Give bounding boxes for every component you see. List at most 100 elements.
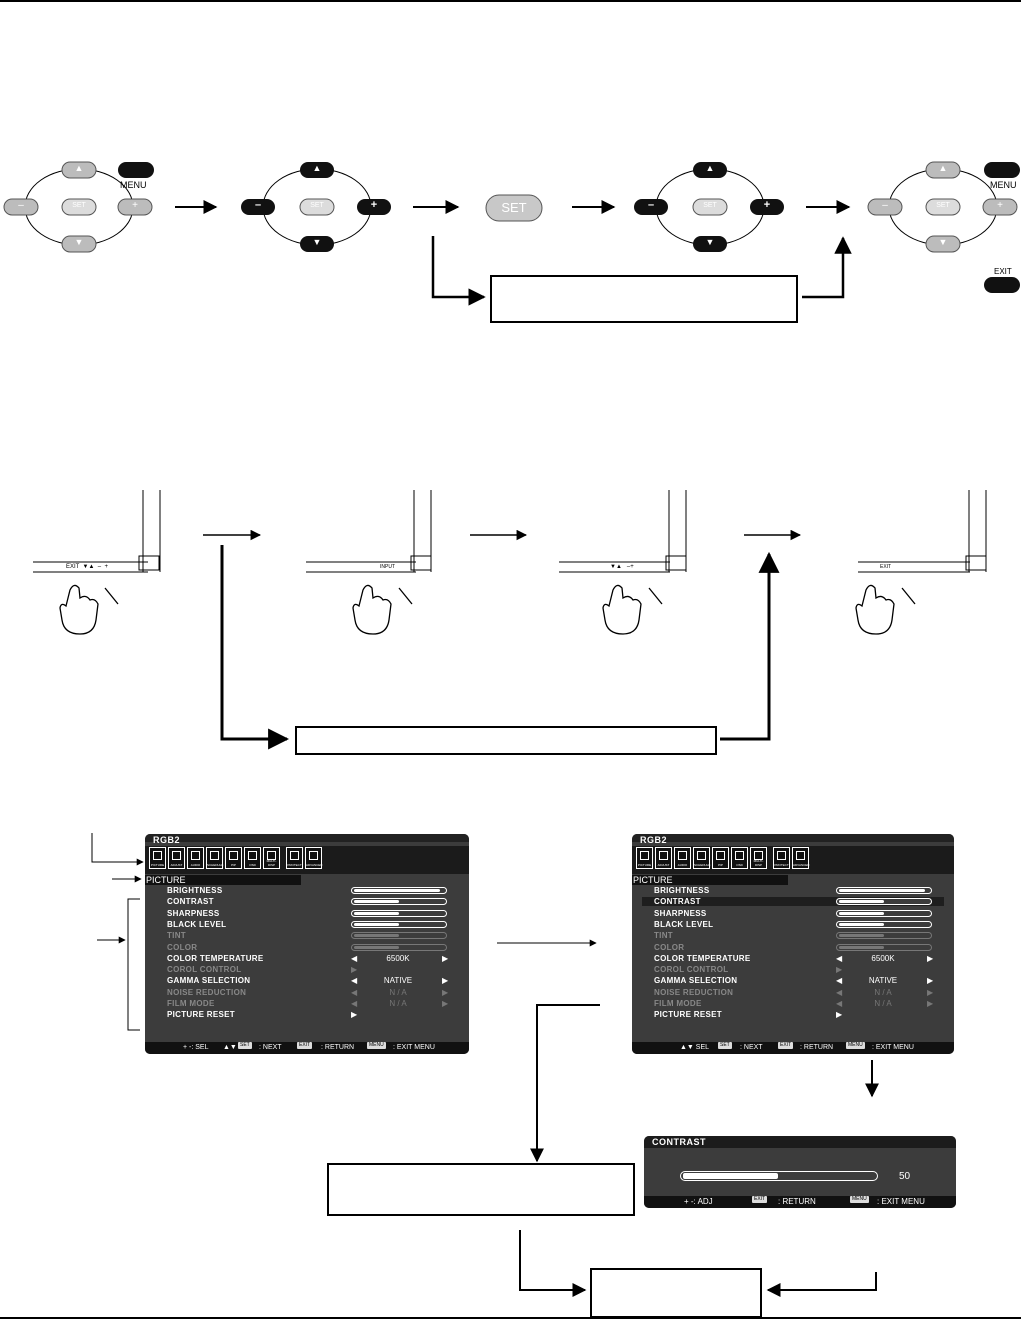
osd-level-bar[interactable] [836, 943, 932, 951]
osd-level-bar[interactable] [836, 909, 932, 917]
osd-item-tint[interactable]: TINT [654, 931, 673, 941]
osd-icon-osd[interactable]: OSD [244, 847, 261, 869]
footer-exit-menu: : EXIT MENU [393, 1044, 435, 1051]
glyph-icon [716, 851, 725, 860]
osd-level-bar[interactable] [351, 909, 447, 917]
glyph-icon [777, 851, 786, 860]
remote4-minus-label: – [882, 200, 888, 211]
left-arrow-icon[interactable]: ◀ [836, 999, 843, 1008]
osd-item-color[interactable]: COLOR [167, 942, 198, 952]
osd-item-value: 6500K [871, 953, 895, 963]
osd-level-bar[interactable] [351, 920, 447, 928]
submenu-arrow-icon[interactable]: ▶ [836, 965, 843, 975]
left-arrow-icon[interactable]: ◀ [836, 953, 843, 963]
osd-icon-schedule[interactable]: SCHEDULE [206, 847, 223, 869]
osd-item-black-level[interactable]: BLACK LEVEL [654, 919, 714, 929]
osd-item-black-level[interactable]: BLACK LEVEL [167, 919, 227, 929]
osd-icon-advanced[interactable]: ADVANCED [792, 847, 809, 869]
remote3-set-label: SET [703, 202, 717, 209]
osd-item-brightness[interactable]: BRIGHTNESS [167, 886, 223, 895]
osd-item-color-temperature[interactable]: COLOR TEMPERATURE [167, 953, 264, 963]
remote1-menu-label: MENU [120, 180, 147, 190]
osd-icon-caption: PICTURE [637, 863, 652, 867]
osd-item-gamma-selection[interactable]: GAMMA SELECTION [167, 976, 251, 986]
right-arrow-icon[interactable]: ▶ [927, 987, 934, 997]
osd-item-contrast[interactable]: CONTRAST [654, 897, 701, 907]
submenu-arrow-icon[interactable]: ▶ [351, 965, 358, 975]
left-arrow-icon[interactable]: ◀ [351, 987, 358, 997]
osd-item-sharpness[interactable]: SHARPNESS [654, 908, 707, 918]
footer-adj: + -: ADJ [684, 1197, 713, 1206]
osd-item-brightness[interactable]: BRIGHTNESS [654, 886, 710, 895]
osd-icon-picture[interactable]: PICTURE [636, 847, 653, 869]
contrast-slider-fill [683, 1173, 778, 1179]
osd-level-bar[interactable] [836, 920, 932, 928]
osd-level-bar[interactable] [351, 932, 447, 940]
osd-item-sharpness[interactable]: SHARPNESS [167, 908, 220, 918]
osd-icon-adjust[interactable]: ADJUST [168, 847, 185, 869]
submenu-arrow-icon[interactable]: ▶ [351, 1010, 358, 1020]
osd-item-film-mode[interactable]: FILM MODE [167, 999, 215, 1008]
osd-icon-schedule[interactable]: SCHEDULE [693, 847, 710, 869]
osd-item-contrast[interactable]: CONTRAST [167, 897, 214, 907]
glyph-icon [210, 851, 219, 860]
osd-level-bar[interactable] [351, 898, 447, 906]
right-arrow-icon[interactable]: ▶ [927, 999, 934, 1008]
osd-item-corol-control[interactable]: COROL CONTROL [167, 965, 242, 975]
osd-icon-adjust[interactable]: ADJUST [655, 847, 672, 869]
right-arrow-icon[interactable]: ▶ [442, 987, 449, 997]
osd-item-color[interactable]: COLOR [654, 942, 685, 952]
osd-item-film-mode[interactable]: FILM MODE [654, 999, 702, 1008]
remote1-up-label: ▲ [74, 163, 84, 173]
remote2-set-label: SET [310, 202, 324, 209]
osd-item-picture-reset[interactable]: PICTURE RESET [167, 1010, 235, 1020]
osd-icon-pip[interactable]: PIP [712, 847, 729, 869]
footer-exit-menu: : EXIT MENU [872, 1044, 914, 1051]
right-arrow-icon[interactable]: ▶ [927, 953, 934, 963]
osd-icon-caption: OSD [249, 863, 256, 867]
glyph-icon [290, 851, 299, 860]
left-arrow-icon[interactable]: ◀ [836, 976, 843, 986]
osd-item-gamma-selection[interactable]: GAMMA SELECTION [654, 976, 738, 986]
osd-level-bar[interactable] [836, 898, 932, 906]
osd-level-bar[interactable] [836, 932, 932, 940]
right-arrow-icon[interactable]: ▶ [442, 999, 449, 1008]
osd-icon-audio[interactable]: AUDIO [187, 847, 204, 869]
panel2-buttons-label: INPUT [380, 564, 395, 570]
right-arrow-icon[interactable]: ▶ [442, 976, 449, 986]
osd-item-corol-control[interactable]: COROL CONTROL [654, 965, 729, 975]
osd-level-fill [839, 922, 884, 926]
osd-icon-picture[interactable]: PICTURE [149, 847, 166, 869]
osd-icon-pip[interactable]: PIP [225, 847, 242, 869]
osd-icon-caption: PIP [231, 863, 236, 867]
osd-item-color-temperature[interactable]: COLOR TEMPERATURE [654, 953, 751, 963]
osd-icon-osd[interactable]: OSD [731, 847, 748, 869]
osd-icon-audio[interactable]: AUDIO [674, 847, 691, 869]
osd-icon-protect[interactable]: PROTECT [773, 847, 790, 869]
osd-item-noise-reduction[interactable]: NOISE REDUCTION [167, 987, 247, 997]
osd-icon-multi-disp[interactable]: MULTI-DISP [263, 847, 280, 869]
osd-level-bar[interactable] [836, 887, 932, 894]
right-arrow-icon[interactable]: ▶ [442, 953, 449, 963]
contrast-slider[interactable] [680, 1171, 878, 1181]
monitor-corner-4 [858, 490, 987, 573]
osd-icon-caption: SCHEDULE [694, 863, 711, 867]
osd-item-noise-reduction[interactable]: NOISE REDUCTION [654, 987, 734, 997]
osd-item-picture-reset[interactable]: PICTURE RESET [654, 1010, 722, 1020]
remote3-down-label: ▼ [705, 237, 715, 247]
remote4-menu-label: MENU [990, 180, 1017, 190]
left-arrow-icon[interactable]: ◀ [351, 999, 358, 1008]
osd-icon-advanced[interactable]: ADVANCED [305, 847, 322, 869]
osd-icon-multi-disp[interactable]: MULTI-DISP [750, 847, 767, 869]
osd-icon-protect[interactable]: PROTECT [286, 847, 303, 869]
osd-item-tint[interactable]: TINT [167, 931, 186, 941]
right-arrow-icon[interactable]: ▶ [927, 976, 934, 986]
submenu-arrow-icon[interactable]: ▶ [836, 1010, 843, 1020]
left-arrow-icon[interactable]: ◀ [351, 953, 358, 963]
osd-level-bar[interactable] [351, 943, 447, 951]
left-arrow-icon[interactable]: ◀ [351, 976, 358, 986]
osd-level-fill [354, 900, 399, 904]
osd-level-bar[interactable] [351, 887, 447, 894]
left-arrow-icon[interactable]: ◀ [836, 987, 843, 997]
